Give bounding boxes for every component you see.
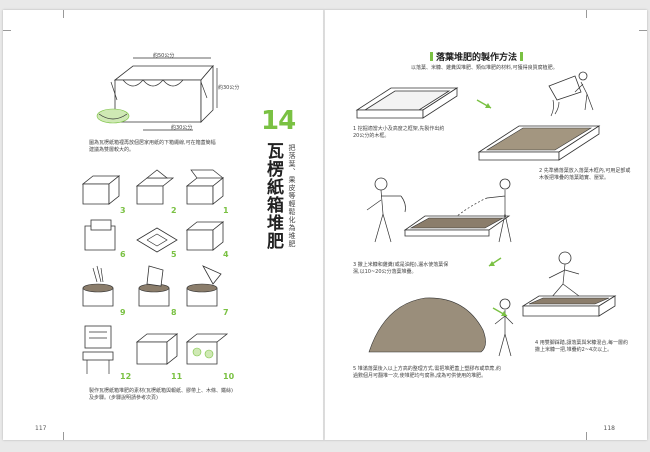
top-caption: 圖為瓦楞紙箱裡再放個居家用紙的下箱繩線,可在箱蓋簡幅建議為雙層較大的。 [89, 140, 216, 153]
step-number-5: 5 [171, 250, 177, 259]
dim-height: 約30公分 [218, 85, 240, 91]
box-with-cloth-illustration [96, 57, 218, 131]
chapter-title: 瓦楞紙箱堆肥 [263, 142, 283, 250]
caption-step-3: 3 撒上米糠和雞糞(或是油粕),灑水使落葉保濕,以10~20公分落葉堆疊。 [353, 262, 449, 275]
right-page: 落葉堆肥的製作方法 以落葉、米糠、雞糞與堆肥、類似堆肥的材料,可獲得良質腐植肥。… [325, 10, 647, 440]
dim-depth: 約30公分 [171, 125, 193, 131]
arrow-2 [488, 257, 502, 267]
page-number-left: 117 [35, 425, 47, 432]
step-number-9: 9 [120, 308, 126, 317]
bottom-caption: 製作瓦楞紙箱堆肥的素材(瓦楞紙箱與報紙、膠帶上、木條、鐵絲)及步驟。(步驟說明請… [89, 388, 233, 401]
caption-step-1: 1 挖掘適當大小及高度之框架,先製作出約20公分的木框。 [353, 126, 445, 139]
leaf-filled-frame [477, 125, 601, 161]
caption-step-2: 2 先準備落葉放入落葉木框內,可用足部或木板把堆疊的落葉踏實、壓緊。 [539, 168, 631, 181]
step-10-box-green [185, 333, 229, 365]
step-number-2: 2 [171, 206, 177, 215]
step-number-12: 12 [120, 372, 132, 381]
caption-step-4: 4 用雙腳踩踏,讓落葉與米糠混合,每一層約撒上米糠一把,堆疊約2~4次以上。 [535, 340, 628, 353]
people-watering-frame [366, 177, 512, 243]
step-7-box-soil [186, 265, 222, 307]
step-8-bag [138, 265, 170, 307]
section-title-text: 落葉堆肥的製作方法 [436, 53, 518, 63]
step-1-box [185, 169, 225, 205]
chapter-subtitle: 把落葉、果皮等輕鬆化為堆肥 [288, 144, 296, 248]
chapter-number: 14 [261, 106, 296, 136]
page-number-right: 118 [603, 425, 615, 432]
dim-width: 約50公分 [153, 53, 175, 59]
step-3-box [81, 175, 121, 205]
step-5-board [136, 227, 178, 253]
step-number-11: 11 [171, 372, 183, 381]
step-2-box [135, 169, 175, 205]
step-6-box [84, 219, 116, 251]
left-page: 約50公分 約30公分 約30公分 圖為瓦楞紙箱裡再放個居家用紙的下箱繩線,可在… [3, 10, 325, 440]
step-number-1: 1 [223, 206, 229, 215]
caption-step-5: 5 堆滿落葉後入以上方高的整理方式,需把堆肥蓋上塑膠布或草蓆,約過數個月可翻堆一… [353, 366, 501, 379]
compost-heap [368, 297, 514, 357]
step-number-7: 7 [223, 308, 229, 317]
step-4-box [185, 221, 225, 251]
wood-frame-illustration [355, 87, 459, 119]
arrow-3 [492, 307, 508, 317]
person-stomping-frame [521, 251, 617, 317]
step-number-6: 6 [120, 250, 126, 259]
step-number-8: 8 [171, 308, 177, 317]
step-number-3: 3 [120, 206, 126, 215]
section-title: 落葉堆肥的製作方法 [427, 50, 526, 63]
section-subtitle: 以落葉、米糠、雞糞與堆肥、類似堆肥的材料,可獲得良質腐植肥。 [411, 65, 558, 71]
step-number-4: 4 [223, 250, 229, 259]
step-12-stand [82, 325, 114, 374]
person-dumping-leaves [548, 71, 594, 117]
step-number-10: 10 [223, 372, 235, 381]
step-11-closed-box [135, 333, 179, 365]
step-9-hand-soil [82, 265, 114, 307]
arrow-1 [476, 99, 492, 109]
